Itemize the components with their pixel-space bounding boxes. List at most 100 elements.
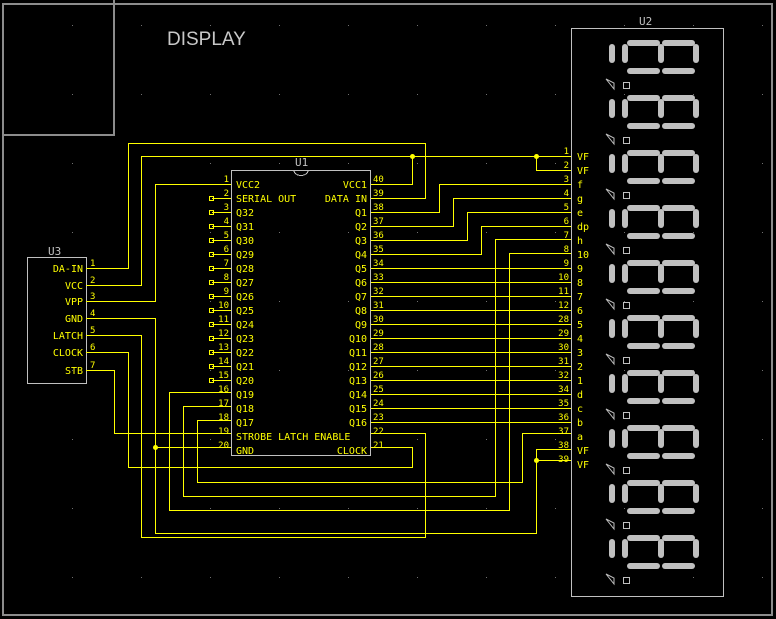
u1-pin-number: 20 <box>218 441 229 451</box>
u1-pin-name: CLOCK <box>337 446 367 457</box>
wire-vcc[interactable] <box>86 156 571 286</box>
wire-q1[interactable] <box>371 184 571 213</box>
u3-body <box>27 257 87 384</box>
segment <box>662 205 695 211</box>
wire-vcc1[interactable] <box>371 156 413 185</box>
u1-right-pin[interactable]: 22 <box>373 427 384 437</box>
wire-data-in[interactable] <box>86 143 426 269</box>
segment <box>609 539 615 558</box>
wire-q19[interactable] <box>169 253 572 511</box>
grid-dot <box>72 301 73 302</box>
wire-strobe[interactable] <box>86 370 231 434</box>
wire-q17[interactable] <box>197 420 572 483</box>
u1-pin-name: Q16 <box>349 418 367 429</box>
wire-q3[interactable] <box>371 212 571 241</box>
segment <box>622 319 628 338</box>
wire-vf2[interactable] <box>536 156 572 171</box>
u3-pin-name: LATCH <box>53 331 83 342</box>
wire-latch[interactable] <box>86 335 426 538</box>
wire-q4[interactable] <box>371 226 571 255</box>
wire-clock[interactable] <box>86 352 413 468</box>
wire-q2[interactable] <box>371 198 571 227</box>
wire-q18[interactable] <box>183 239 572 497</box>
wire-gnd[interactable] <box>86 318 571 534</box>
grid-dot <box>72 163 73 164</box>
wire-vpp[interactable] <box>86 184 231 302</box>
segment <box>662 480 695 486</box>
